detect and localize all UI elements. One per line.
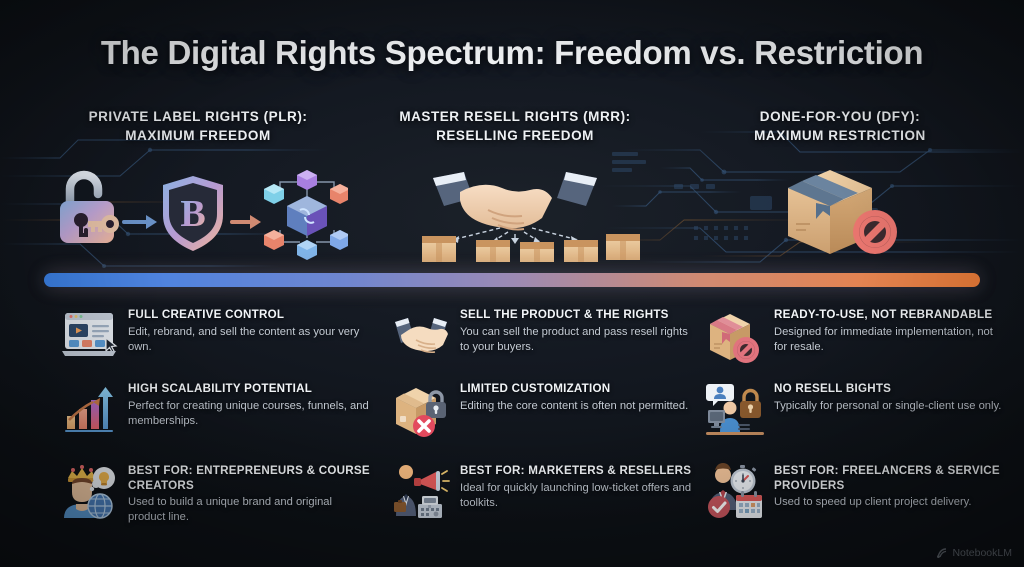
gift-box-prohibited-icon [706, 306, 764, 364]
locked-box-with-x-icon [392, 380, 450, 438]
single-user-desk-lock-icon [706, 380, 764, 438]
feature-description: Used to build a unique brand and origina… [128, 496, 333, 523]
column-heading-line2: MAXIMUM FREEDOM [125, 128, 271, 143]
feature-title: NO RESELL BIGHTS [774, 382, 892, 395]
feature-description: Used to speed up client project delivery… [774, 496, 972, 508]
cash-register [418, 496, 442, 518]
padlock [426, 390, 446, 418]
column-heading-plr: PRIVATE LABEL RIGHTS (PLR): MAXIMUM FREE… [48, 107, 348, 145]
feature-title: SELL THE PRODUCT & THE RIGHTS [460, 308, 669, 321]
feature-item: NO RESELL BIGHTS Typically for personal … [706, 380, 1006, 438]
column-heading-line2: MAXIMUM RESTRICTION [754, 128, 926, 143]
padlock [740, 388, 761, 418]
shield-with-letter-b-icon: B [163, 176, 223, 251]
hero-illustration-plr: B [60, 170, 348, 260]
feature-title: LIMITED CUSTOMIZATION [460, 382, 611, 395]
watermark-label: NotebookLM [952, 547, 1012, 559]
column-heading-dfy: DONE-FOR-YOU (DFY): MAXIMUM RESTRICTION [690, 107, 990, 145]
column-heading-line1: PRIVATE LABEL RIGHTS (PLR): [88, 109, 308, 124]
open-padlock-with-key-icon [60, 170, 119, 243]
feature-item: SELL THE PRODUCT & THE RIGHTS You can se… [392, 306, 692, 364]
feature-description: Edit, rebrand, and sell the content as y… [128, 325, 360, 353]
gift-box-with-prohibition-icon [788, 170, 897, 254]
growth-bar-chart-arrow-icon [60, 380, 118, 438]
feature-item: READY-TO-USE, NOT REBRANDABLE Designed f… [706, 306, 1006, 364]
arrow-right-icon [122, 215, 157, 229]
column-heading-line2: RESELLING FREEDOM [436, 128, 594, 143]
hero-illustration-dfy [788, 170, 897, 254]
column-heading-line1: MASTER RESELL RIGHTS (MRR): [399, 109, 631, 124]
handshake-icon [392, 306, 450, 364]
crowned-person-idea-globe-icon [60, 462, 118, 520]
feature-title: BEST FOR: ENTREPRENEURS & COURSE CREATOR… [128, 464, 370, 492]
feature-item: BEST FOR: FREELANCERS & SERVICE PROVIDER… [706, 462, 1006, 520]
network-of-cubes-icon [264, 170, 348, 260]
hero-illustration-mrr [422, 172, 640, 262]
svg-text:B: B [180, 193, 205, 235]
feature-description: Ideal for quickly launching low-ticket o… [460, 481, 692, 509]
feature-item: LIMITED CUSTOMIZATION Editing the core c… [392, 380, 692, 438]
megaphone [414, 470, 450, 492]
feature-description: Typically for personal or single-client … [774, 399, 1002, 412]
feature-title: BEST FOR: MARKETERS & RESELLERS [460, 464, 692, 477]
page-title: The Digital Rights Spectrum: Freedom vs.… [100, 34, 924, 71]
feature-title: FULL CREATIVE CONTROL [128, 308, 285, 321]
feature-item: HIGH SCALABILITY POTENTIAL Perfect for c… [60, 380, 370, 438]
feature-description: Editing the core content is often not pe… [460, 399, 689, 412]
handshake-icon [433, 172, 597, 231]
feature-item: BEST FOR: MARKETERS & RESELLERS Ideal fo… [392, 462, 692, 520]
column-heading-line1: DONE-FOR-YOU (DFY): [759, 109, 921, 124]
five-boxes-icon [422, 234, 640, 262]
laptop-video-editor-icon [60, 306, 118, 364]
freelancer-stopwatch-calendar-icon [706, 462, 764, 520]
globe [87, 493, 113, 519]
calendar [736, 491, 762, 518]
spectrum-gradient-bar [44, 273, 980, 287]
feature-title: BEST FOR: FREELANCERS & SERVICE PROVIDER… [774, 464, 1000, 492]
feature-description: You can sell the product and pass resell… [460, 325, 688, 353]
arrow-right-icon [230, 215, 261, 229]
stopwatch [730, 465, 757, 494]
feature-description: Perfect for creating unique courses, fun… [128, 399, 369, 427]
check-badge [708, 496, 730, 518]
column-heading-mrr: MASTER RESELL RIGHTS (MRR): RESELLING FR… [360, 107, 670, 145]
feature-title: READY-TO-USE, NOT REBRANDABLE [774, 308, 993, 321]
cube-center [287, 196, 327, 236]
notebooklm-logo-icon [937, 548, 947, 558]
marketer-megaphone-register-icon [392, 462, 450, 520]
prohibition-badge [733, 337, 759, 363]
error-badge [413, 415, 435, 437]
feature-item: BEST FOR: ENTREPRENEURS & COURSE CREATOR… [60, 462, 370, 525]
feature-description: Designed for immediate implementation, n… [774, 325, 993, 353]
feature-title: HIGH SCALABILITY POTENTIAL [128, 382, 313, 395]
notebooklm-watermark: NotebookLM [936, 547, 1012, 559]
feature-item: FULL CREATIVE CONTROL Edit, rebrand, and… [60, 306, 370, 364]
